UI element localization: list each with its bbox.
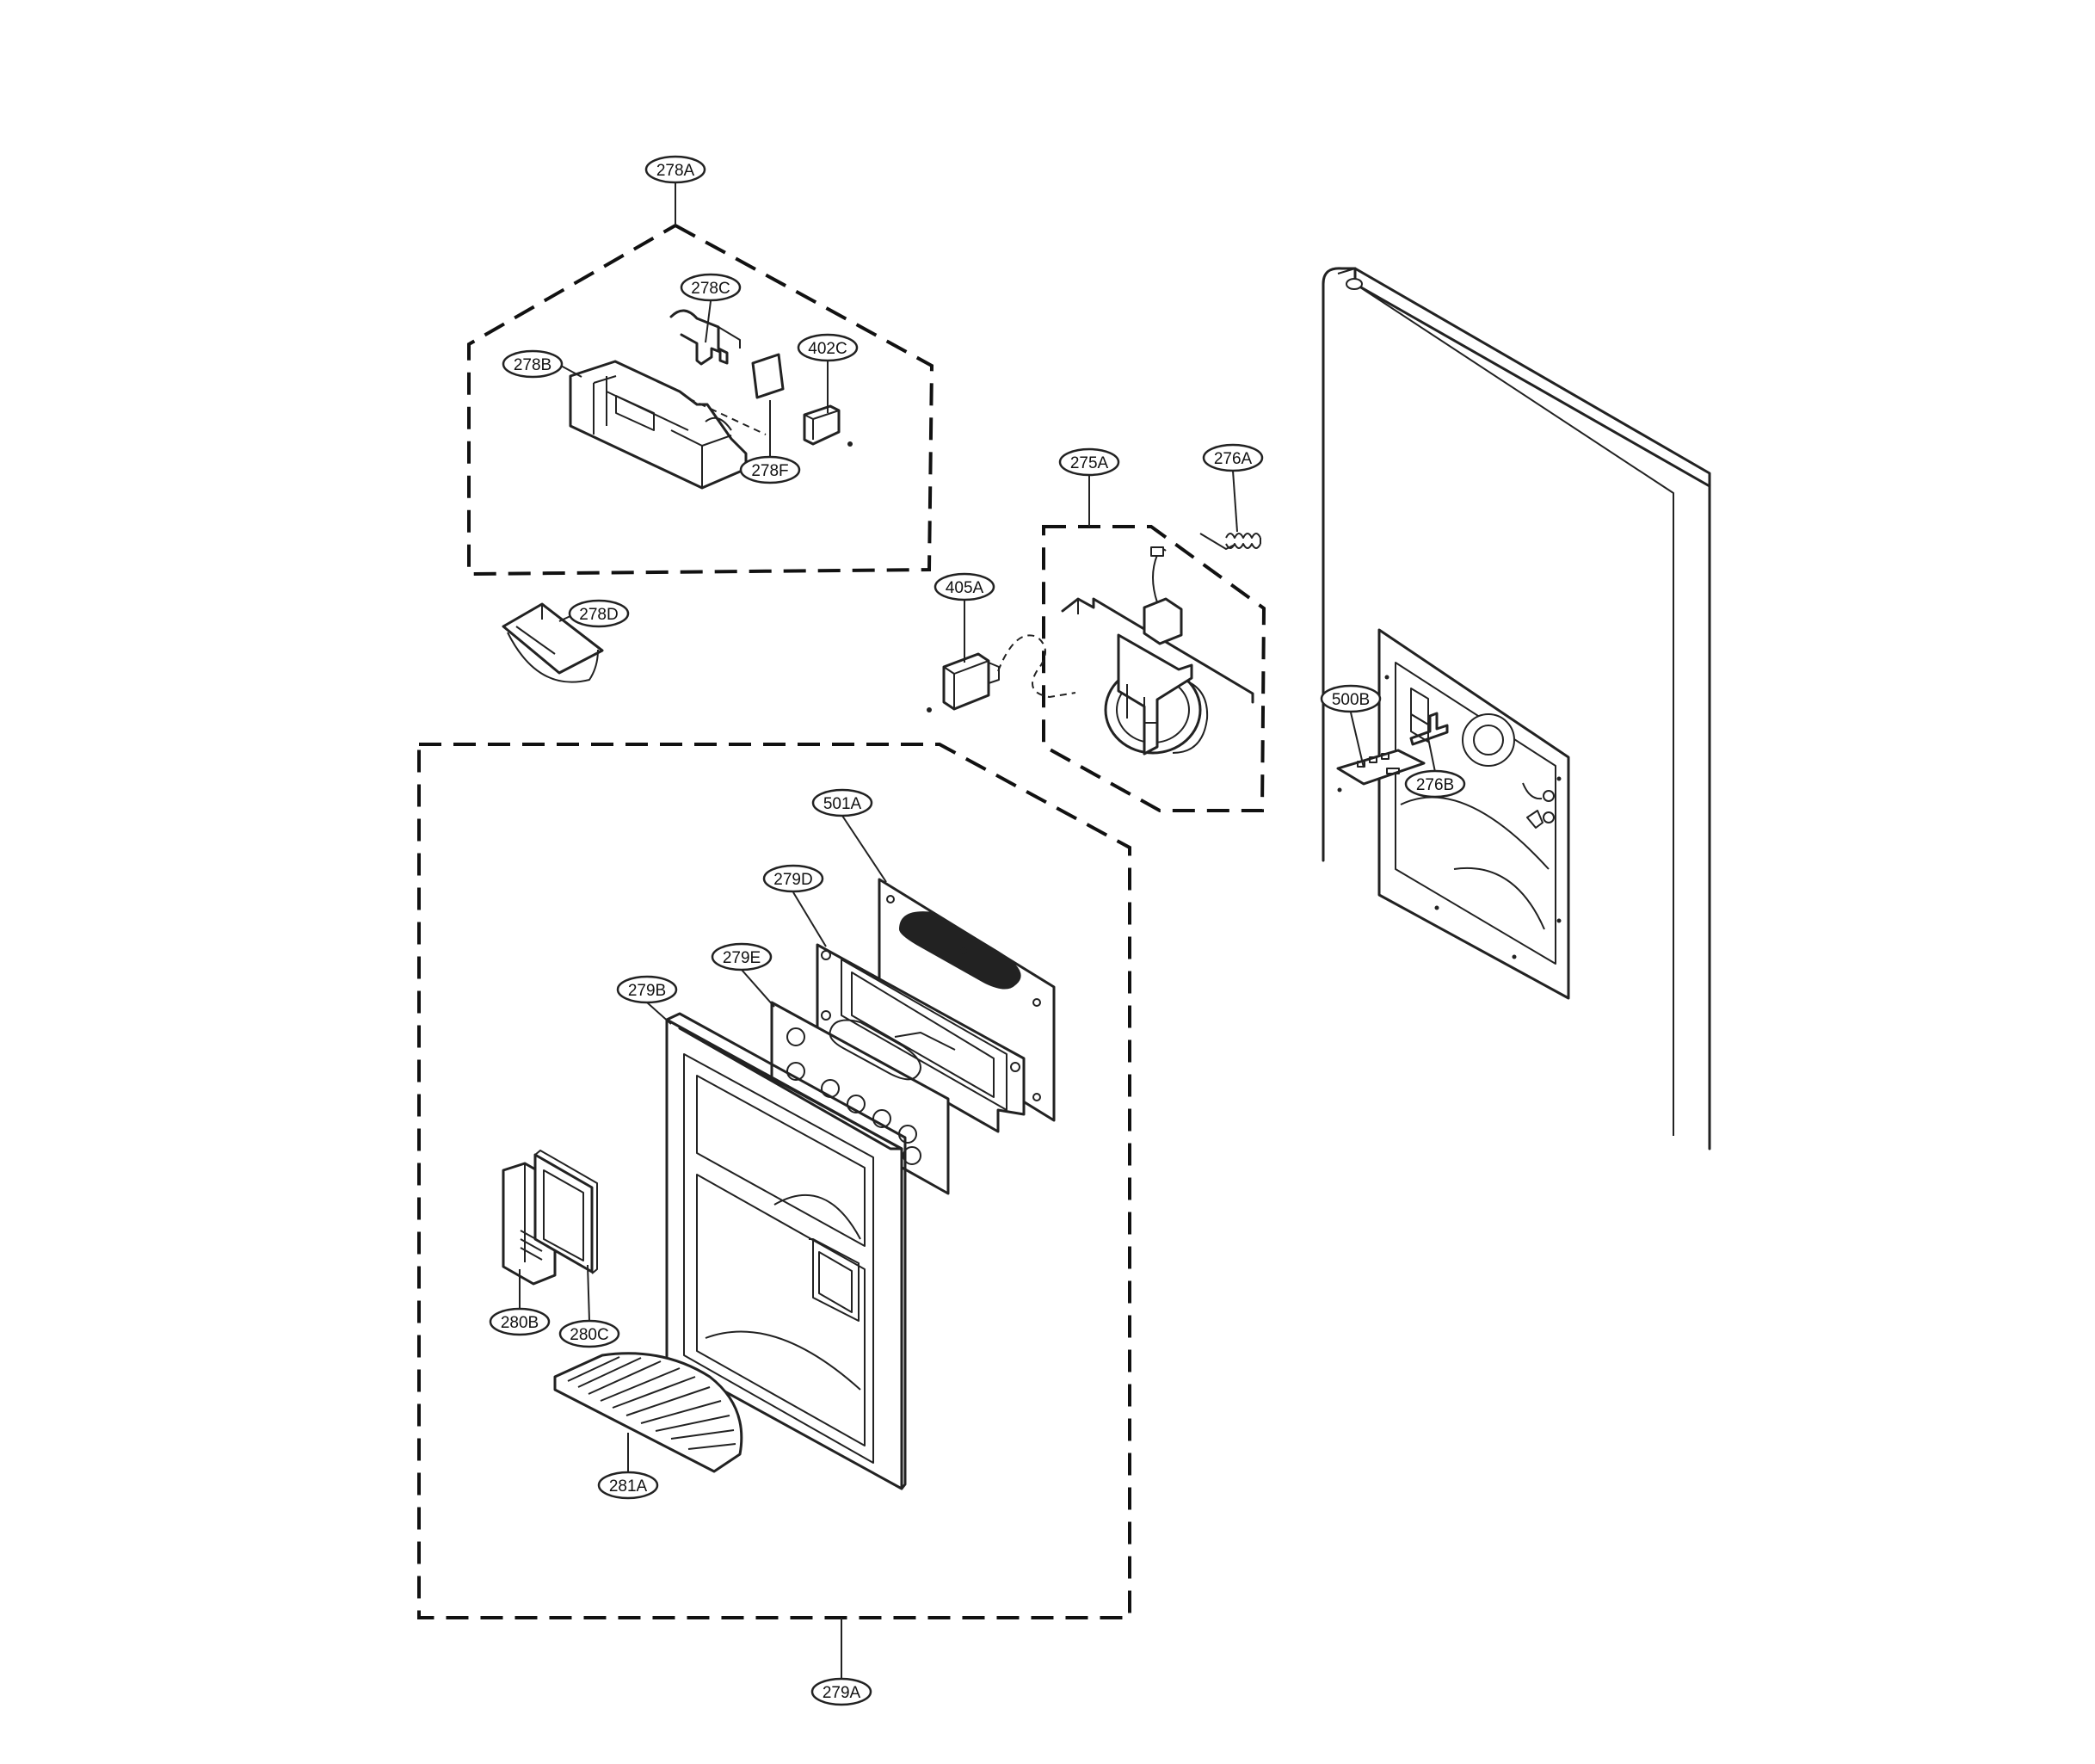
callout-405A: 405A	[934, 572, 995, 601]
part-275A-motor-assembly	[1061, 546, 1254, 756]
part-278B-housing	[569, 360, 748, 490]
callout-405A-label: 405A	[946, 579, 984, 597]
callout-500B: 500B	[1320, 684, 1382, 713]
callout-280C: 280C	[558, 1319, 620, 1348]
part-281A-tray	[553, 1352, 743, 1473]
callout-279B-label: 279B	[628, 982, 666, 1000]
callout-278F-label: 278F	[751, 462, 788, 480]
part-278C-bracket	[669, 309, 741, 366]
callout-275A-label: 275A	[1070, 454, 1109, 472]
callout-279D-label: 279D	[773, 871, 812, 889]
part-278F-pad	[687, 353, 785, 435]
callout-278C: 278C	[680, 273, 742, 302]
callout-278B: 278B	[502, 349, 564, 379]
callout-276B-label: 276B	[1416, 776, 1454, 794]
part-280C-frame	[533, 1150, 598, 1274]
callout-278F: 278F	[739, 455, 801, 484]
part-279B-dispenser-cover	[665, 1012, 907, 1490]
callout-281A: 281A	[597, 1471, 659, 1500]
callout-279E: 279E	[711, 942, 773, 971]
part-402C-switch	[803, 404, 853, 447]
callout-402C-label: 402C	[808, 340, 847, 358]
part-405A-switch	[927, 634, 1076, 712]
callout-279A-label: 279A	[823, 1684, 861, 1702]
callout-279E-label: 279E	[723, 949, 761, 967]
callout-279D: 279D	[762, 864, 824, 893]
part-500B-board	[1336, 749, 1426, 793]
callout-501A-label: 501A	[823, 795, 862, 813]
callout-280B: 280B	[489, 1307, 551, 1336]
callout-275A: 275A	[1058, 447, 1120, 477]
assembly-group-275A-outline	[1042, 525, 1266, 812]
callout-278D: 278D	[568, 599, 630, 628]
part-278D-chute	[502, 602, 604, 683]
part-276A-spring	[1199, 533, 1261, 550]
refrigerator-door	[1322, 267, 1711, 1150]
callout-276B: 276B	[1404, 769, 1466, 799]
leader-lines	[519, 181, 1436, 1678]
assembly-group-278A-outline	[467, 223, 934, 577]
callout-278C-label: 278C	[691, 280, 730, 298]
callout-278B-label: 278B	[514, 356, 551, 374]
callout-279B: 279B	[616, 975, 678, 1004]
callout-280B-label: 280B	[501, 1314, 539, 1332]
callout-500B-label: 500B	[1332, 691, 1370, 709]
callout-278D-label: 278D	[579, 606, 618, 624]
callout-276A-label: 276A	[1214, 450, 1253, 468]
callout-402C: 402C	[797, 333, 859, 362]
part-276B-bracket	[1409, 712, 1449, 746]
callout-278A: 278A	[644, 155, 706, 184]
callout-276A: 276A	[1202, 443, 1264, 472]
callout-279A: 279A	[810, 1677, 872, 1706]
callout-281A-label: 281A	[609, 1477, 648, 1496]
assembly-group-279A-outline	[417, 743, 1131, 1619]
callout-501A: 501A	[811, 788, 873, 817]
callout-280C-label: 280C	[570, 1326, 608, 1344]
callout-278A-label: 278A	[656, 162, 695, 180]
